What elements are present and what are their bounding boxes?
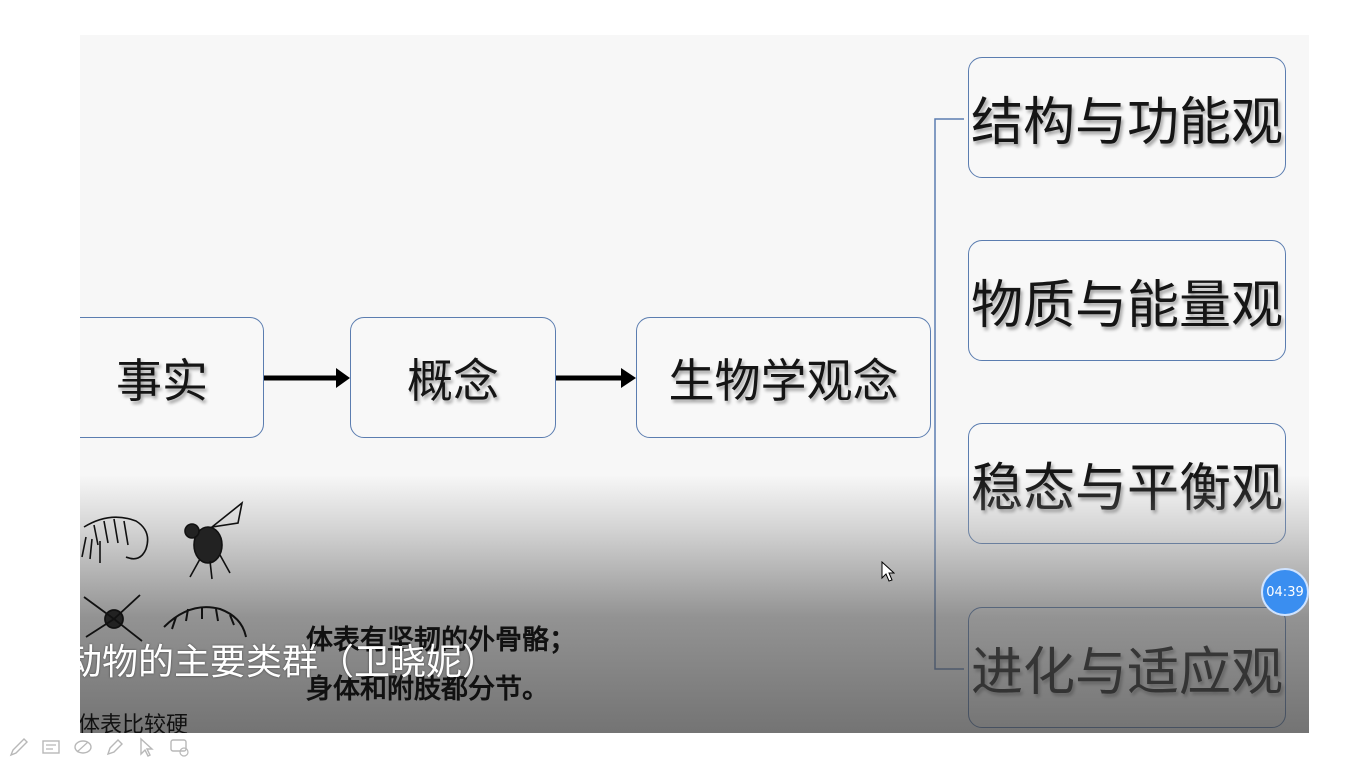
- arrow-head-1: [336, 368, 350, 388]
- pen-icon[interactable]: [8, 736, 30, 758]
- node-fact: 事实: [80, 317, 264, 438]
- view-evolution-adaptation: 进化与适应观: [968, 607, 1286, 728]
- eraser-icon[interactable]: [72, 736, 94, 758]
- view-structure-function: 结构与功能观: [968, 57, 1286, 178]
- bottom-caption: 体表比较硬: [80, 713, 189, 733]
- feature-line-2: 身体和附肢都分节。: [306, 674, 549, 705]
- arthropod-illustrations: [81, 501, 247, 642]
- node-concept: 概念: [350, 317, 556, 438]
- mouse-cursor-icon: [881, 561, 895, 582]
- bracket-connector: [934, 118, 964, 670]
- wasp-icon: [184, 501, 244, 580]
- node-bio-view-label: 生物学观念: [668, 353, 899, 408]
- arrow-head-2: [621, 368, 636, 388]
- lesson-title: 动物的主要类群（卫晓妮）: [80, 642, 499, 683]
- timer-label: 04:39: [1266, 584, 1304, 600]
- spider-icon: [83, 594, 143, 642]
- view-matter-energy: 物质与能量观: [968, 240, 1286, 361]
- slide-canvas: 事实 概念 生物学观念 结构与功能观 物质与能量观 稳态与平衡观 进化与适应观: [80, 35, 1309, 733]
- highlighter-icon[interactable]: [104, 736, 126, 758]
- view-label: 物质与能量观: [970, 276, 1283, 336]
- playback-timer-button[interactable]: 04:39: [1261, 568, 1309, 616]
- view-label: 结构与功能观: [970, 93, 1283, 153]
- shrimp-icon: [81, 516, 149, 563]
- node-concept-label: 概念: [407, 353, 499, 408]
- view-label: 进化与适应观: [970, 643, 1283, 703]
- view-label: 稳态与平衡观: [970, 459, 1283, 519]
- node-fact-label: 事实: [116, 353, 208, 408]
- view-homeostasis: 稳态与平衡观: [968, 423, 1286, 544]
- feature-line-1: 体表有坚韧的外骨骼；: [306, 625, 576, 656]
- millipede-icon: [163, 606, 247, 638]
- annotation-toolbar: [8, 736, 190, 758]
- whiteboard-icon[interactable]: [168, 736, 190, 758]
- screenshot-icon[interactable]: [40, 736, 62, 758]
- node-bio-view: 生物学观念: [636, 317, 931, 438]
- pointer-icon[interactable]: [136, 736, 158, 758]
